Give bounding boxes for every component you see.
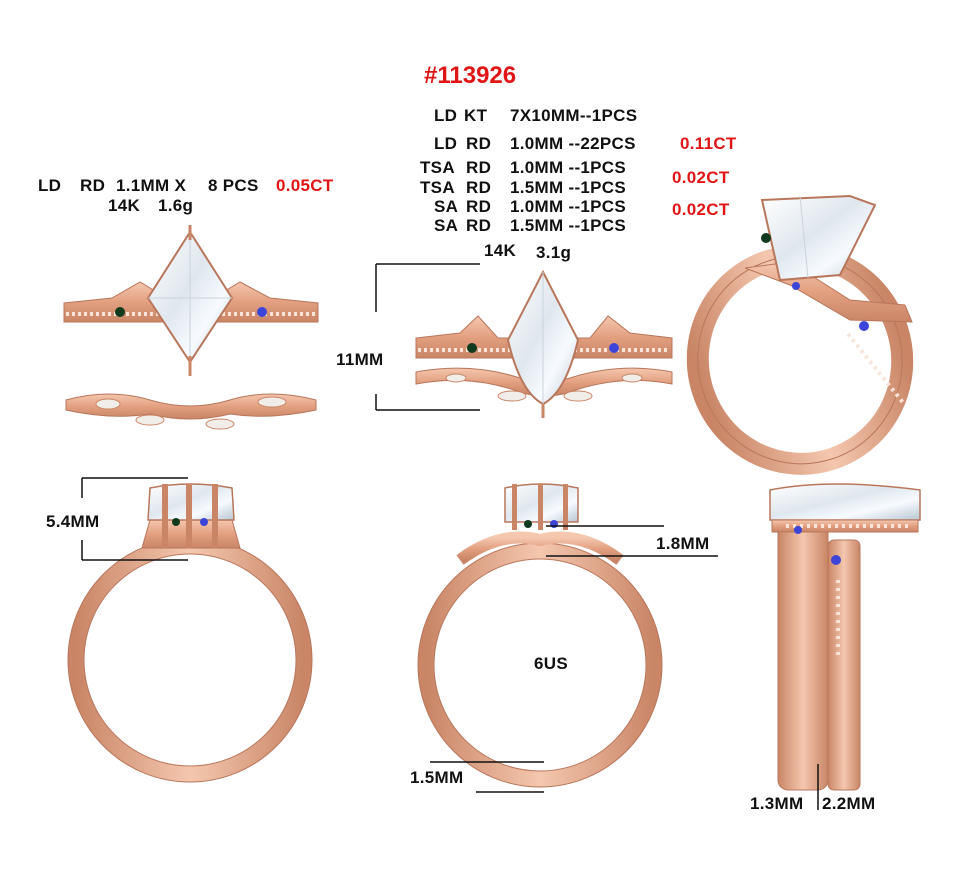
dimension-band-top: 1.8MM [656, 534, 710, 553]
center-row2-shape: RD [466, 134, 492, 153]
ring-side-view-center [417, 483, 718, 793]
left-metal: 14K [108, 196, 141, 215]
center-row5-type: SA [434, 197, 459, 216]
dimension-ring-size: 6US [534, 654, 568, 673]
dimension-band-bottom: 1.5MM [410, 768, 464, 787]
dimension-band-width-a: 1.3MM [750, 794, 804, 813]
center-row3-shape: RD [466, 158, 492, 177]
center-metal: 14K [484, 241, 517, 260]
ring-perspective-view [686, 194, 914, 475]
left-weight: 1.6g [158, 196, 194, 215]
left-stone-shape: RD [80, 176, 106, 195]
ring-set-view-center [415, 269, 673, 418]
center-row5-size: 1.0MM --1PCS [510, 197, 627, 216]
center-row2-type: LD [434, 134, 458, 153]
center-row6-shape: RD [466, 216, 492, 235]
center-row4-type: TSA [420, 178, 455, 197]
dimension-band-width-b: 2.2MM [822, 794, 876, 813]
left-stone-size: 1.1MM X [116, 176, 187, 195]
model-number: #113926 [424, 62, 517, 89]
center-row3-type: TSA [420, 158, 455, 177]
ring-front-view-left [63, 225, 319, 430]
left-stone-qty: 8 PCS [208, 176, 259, 195]
center-row5-shape: RD [466, 197, 492, 216]
center-tsa-carat: 0.02CT [672, 168, 730, 187]
dimension-setting-height: 5.4MM [46, 512, 100, 531]
center-sa-carat: 0.02CT [672, 200, 730, 219]
center-row1-shape: KT [464, 106, 488, 125]
center-row3-size: 1.0MM --1PCS [510, 158, 627, 177]
left-stone-carat: 0.05CT [276, 176, 334, 195]
left-stone-type: LD [38, 176, 62, 195]
height-dimension-bracket [375, 263, 480, 411]
center-row4-shape: RD [466, 178, 492, 197]
center-row4-size: 1.5MM --1PCS [510, 178, 627, 197]
center-row2-size: 1.0MM --22PCS [510, 134, 636, 153]
ring-front-narrow-view [769, 483, 921, 810]
dimension-height: 11MM [336, 350, 384, 369]
center-row6-type: SA [434, 216, 459, 235]
center-row6-size: 1.5MM --1PCS [510, 216, 627, 235]
center-row1-type: LD [434, 106, 458, 125]
center-ld-carat: 0.11CT [680, 134, 737, 153]
center-row1-size: 7X10MM--1PCS [510, 106, 638, 125]
ring-side-view-left [67, 477, 313, 783]
center-weight: 3.1g [536, 243, 572, 262]
